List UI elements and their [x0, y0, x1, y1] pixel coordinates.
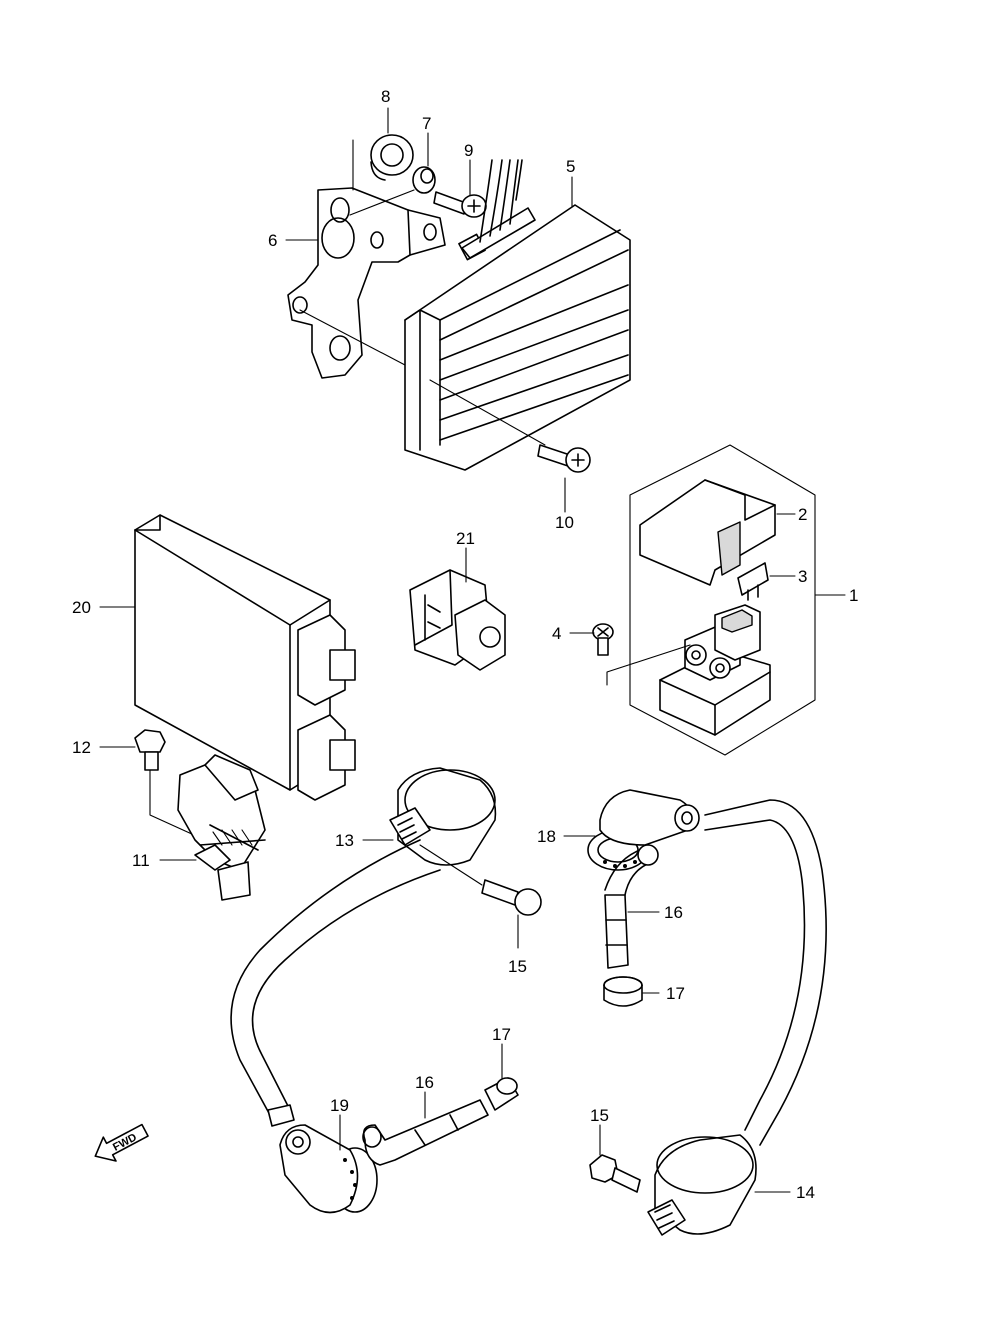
- part-8-grommet: [370, 134, 414, 181]
- callout-17-left: 17: [492, 1025, 511, 1044]
- part-16-boot-left: [362, 1099, 489, 1166]
- callout-19: 19: [330, 1096, 349, 1115]
- callout-11: 11: [132, 851, 150, 870]
- callout-10: 10: [555, 513, 574, 532]
- part-9-bolt: [433, 191, 487, 218]
- part-15-bolt-lower: [589, 1154, 641, 1193]
- callout-7: 7: [422, 114, 431, 133]
- callout-13: 13: [335, 831, 354, 850]
- part-1-starter-relay-box: [606, 444, 816, 756]
- part-16-boot-right: [604, 844, 659, 969]
- callout-5: 5: [566, 157, 575, 176]
- part-14-ignition-lead: [704, 799, 827, 1146]
- callout-labels: 1 2 3 4 5 6 7 8 9 10 11 12 13 14 15 15 1…: [72, 87, 858, 1202]
- part-11-sensor: [177, 754, 266, 901]
- part-13-ignition-coil: [230, 767, 497, 1127]
- callout-8: 8: [381, 87, 390, 106]
- part-17-cap-right: [603, 976, 643, 1007]
- part-20-ecm: [134, 514, 356, 801]
- callout-3: 3: [798, 567, 807, 586]
- callout-12: 12: [72, 738, 91, 757]
- leader-lines: [99, 107, 846, 1193]
- callout-2: 2: [798, 505, 807, 524]
- part-5-regulator: [404, 159, 631, 471]
- part-15-bolt-upper: [419, 844, 542, 916]
- part-14-ignition-coil: [647, 1134, 757, 1236]
- callout-21: 21: [456, 529, 475, 548]
- callout-16-left: 16: [415, 1073, 434, 1092]
- part-10-bolt: [537, 444, 591, 473]
- callout-14: 14: [796, 1183, 815, 1202]
- fwd-text: FWD: [111, 1131, 139, 1153]
- fwd-arrow: FWD: [94, 1123, 149, 1162]
- part-17-cap-left: [484, 1077, 519, 1111]
- callout-17-right: 17: [666, 984, 685, 1003]
- callout-20: 20: [72, 598, 91, 617]
- callout-1: 1: [849, 586, 858, 605]
- callout-15-lower: 15: [590, 1106, 609, 1125]
- callout-16-right: 16: [664, 903, 683, 922]
- part-6-bracket: [287, 139, 446, 379]
- part-21-relay: [409, 569, 506, 671]
- callout-18: 18: [537, 827, 556, 846]
- callout-4: 4: [552, 624, 561, 643]
- part-4-screw: [592, 623, 614, 656]
- part-18-plug-cap: [587, 789, 700, 871]
- part-7-collar: [349, 166, 436, 216]
- part-12-bolt: [134, 729, 206, 841]
- callout-6: 6: [268, 231, 277, 250]
- callout-15-upper: 15: [508, 957, 527, 976]
- callout-9: 9: [464, 141, 473, 160]
- part-19-plug-cap: [279, 1124, 378, 1214]
